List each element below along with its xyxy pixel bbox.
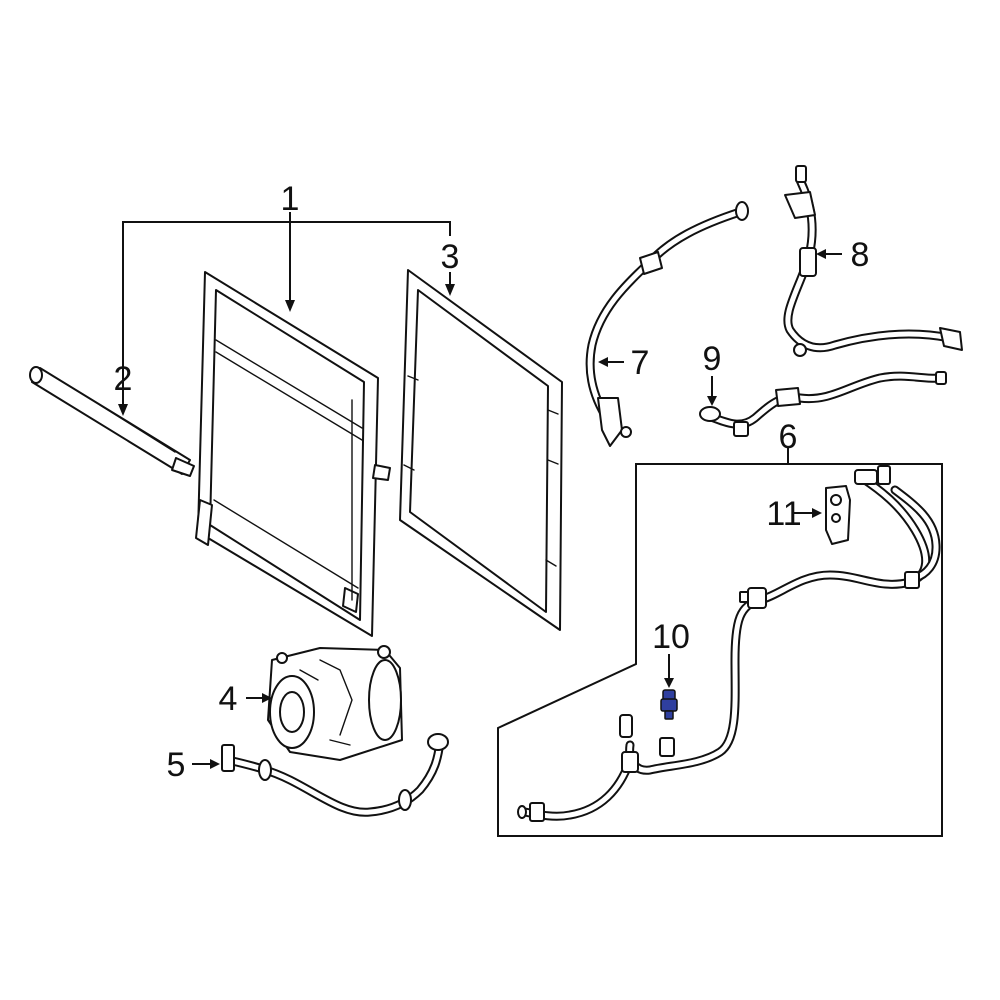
callout-2[interactable]: 2 (114, 360, 133, 398)
callout-9[interactable]: 9 (703, 340, 722, 378)
callout-7[interactable]: 7 (631, 344, 650, 382)
discharge-hose-icon[interactable] (221, 733, 449, 817)
suction-hose-icon[interactable] (585, 201, 749, 447)
callout-11[interactable]: 11 (766, 495, 801, 533)
callout-1[interactable]: 1 (281, 180, 300, 218)
leader-lines-top (118, 212, 455, 416)
valve-cap-icon[interactable] (825, 485, 851, 545)
condenser-frame-icon[interactable] (399, 269, 563, 631)
pressure-switch-icon[interactable] (660, 689, 678, 720)
line-assembly-box (497, 463, 943, 837)
line-assembly-icon[interactable] (517, 465, 941, 822)
callout-10[interactable]: 10 (652, 618, 690, 656)
compressor-icon[interactable] (267, 645, 403, 761)
condenser-icon[interactable] (195, 271, 391, 637)
receiver-drier-icon[interactable] (29, 366, 195, 477)
pressure-line-icon[interactable] (783, 165, 963, 357)
callout-4[interactable]: 4 (219, 680, 238, 718)
callout-6[interactable]: 6 (779, 418, 798, 456)
callout-5[interactable]: 5 (167, 746, 186, 784)
callout-3[interactable]: 3 (441, 238, 460, 276)
callout-8[interactable]: 8 (851, 236, 870, 274)
liquid-line-icon[interactable] (699, 371, 947, 437)
